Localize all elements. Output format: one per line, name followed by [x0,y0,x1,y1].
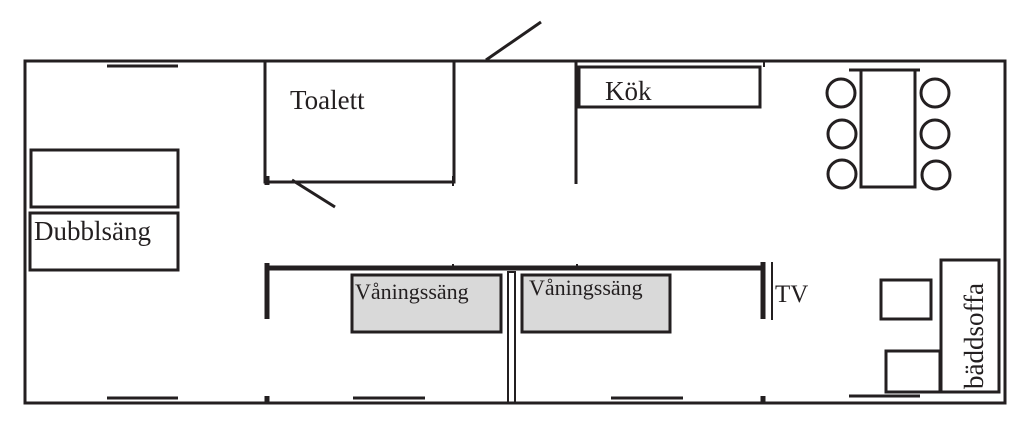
sofa-bed-label: bäddsoffa [959,283,989,389]
kitchen-counter [577,65,762,109]
double-bed-bottom [28,211,180,272]
chair [919,77,951,109]
armchair-1 [879,278,933,321]
bedroom-divider [507,271,516,403]
armchair-2 [884,349,942,394]
dining-table [859,68,917,189]
chair [920,159,952,191]
windows [107,64,920,400]
toilet-room [263,59,456,184]
chairs [825,77,952,191]
double-bed-top [29,148,180,209]
tv-label: TV [775,281,808,308]
double-bed-label: Dubblsäng [34,216,151,246]
bunk-bed-2-label: Våningssäng [529,275,643,300]
toilet-door [291,178,336,209]
entrance-door [485,20,542,62]
chair [826,118,858,150]
chair [919,118,951,150]
chair [826,158,858,190]
bunk-bed-1 [350,273,503,334]
chair [825,77,857,109]
sofa-bed [939,258,1001,394]
bunk-bed-1-label: Våningssäng [355,279,469,304]
kitchen-label: Kök [605,76,652,106]
toilet-label: Toalett [290,85,365,115]
bunk-bed-2 [520,273,672,334]
